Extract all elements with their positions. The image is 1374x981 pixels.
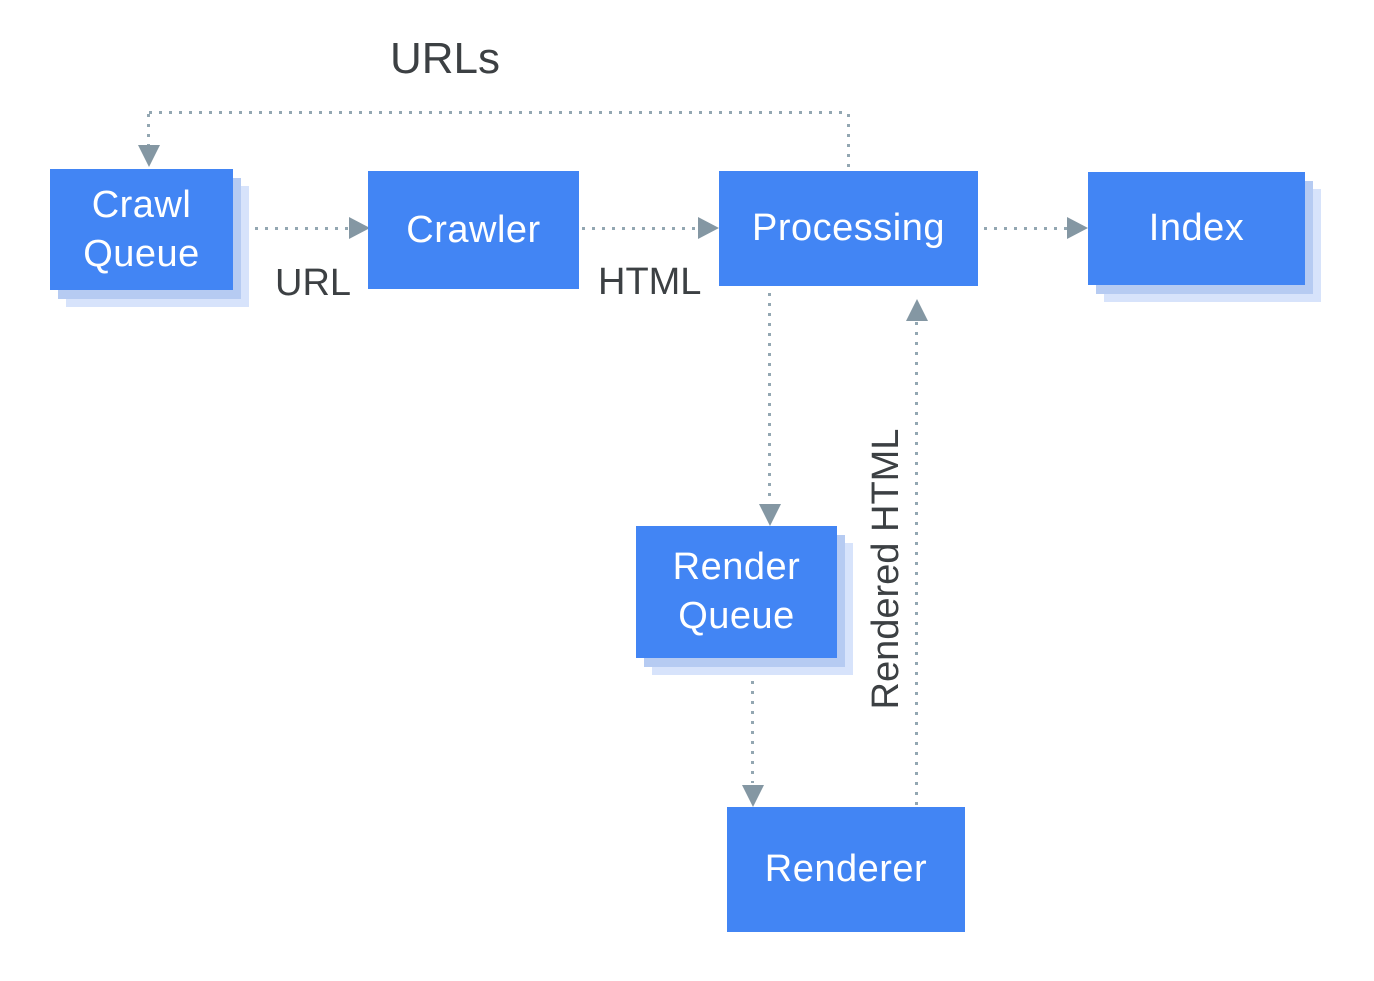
- edge-label-urls: URLs: [390, 34, 501, 83]
- arrowhead-into-processing: [698, 217, 719, 239]
- edge-crawlqueue-crawler-line: [255, 227, 349, 230]
- node-render-queue: Render Queue: [636, 526, 837, 658]
- arrowhead-into-render-queue: [759, 504, 781, 526]
- edge-renderer-processing-line: [915, 322, 918, 807]
- edge-processing-crawlqueue-right-line: [847, 114, 850, 170]
- node-crawler: Crawler: [368, 171, 579, 289]
- arrowhead-into-index: [1067, 217, 1088, 239]
- node-renderer: Renderer: [727, 807, 965, 932]
- arrowhead-into-renderer: [742, 785, 764, 807]
- node-processing: Processing: [719, 171, 978, 286]
- arrowhead-into-crawl-queue: [138, 145, 160, 167]
- edge-label-url: URL: [275, 262, 352, 304]
- edge-label-html: HTML: [598, 261, 702, 303]
- node-processing-label: Processing: [752, 207, 945, 250]
- node-crawler-label: Crawler: [406, 208, 541, 251]
- node-renderer-label: Renderer: [764, 848, 928, 891]
- edge-crawler-processing-line: [582, 227, 698, 230]
- node-index-label: Index: [1148, 207, 1245, 250]
- node-crawl-queue-label: Crawl Queue: [83, 183, 200, 275]
- arrowhead-up-into-processing: [906, 299, 928, 321]
- node-render-queue-label: Render Queue: [672, 546, 801, 637]
- edge-processing-index-line: [984, 227, 1068, 230]
- edge-label-rendered-html: Rendered HTML: [865, 428, 907, 710]
- arrowhead-into-crawler: [349, 217, 370, 239]
- edge-renderqueue-renderer-line: [751, 681, 754, 783]
- edge-processing-crawlqueue-left-line: [147, 114, 150, 146]
- node-index: Index: [1088, 172, 1305, 285]
- node-crawl-queue: Crawl Queue: [50, 169, 233, 290]
- edge-processing-crawlqueue-top-line: [149, 111, 849, 114]
- edge-processing-renderqueue-line: [768, 293, 771, 503]
